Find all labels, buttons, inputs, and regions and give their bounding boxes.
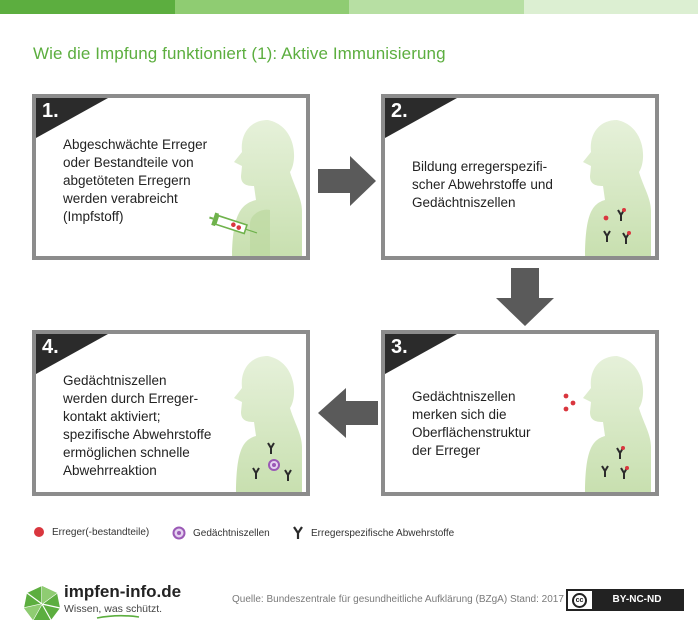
legend-label: Erregerspezifische Abwehrstoffe — [311, 527, 455, 539]
step-panel-1: 1. Abgeschwächte Erreger oder Bestandtei… — [32, 94, 310, 260]
step-text: Gedächtniszellen merken sich die Oberflä… — [412, 389, 531, 458]
antibodies-pathogens-icon — [601, 446, 629, 479]
step-panel-3: 3. Gedächtniszellen merken sich die Ober… — [381, 330, 659, 496]
step-text: Bildung erregerspezifi- scher Abwehrstof… — [412, 159, 553, 210]
memory-cell-antibodies-icon — [252, 442, 292, 481]
arrow-left-icon — [318, 388, 378, 438]
brand-tagline: Wissen, was schützt. — [64, 603, 163, 615]
step-text: Abgeschwächte Erreger oder Bestandteile … — [63, 137, 208, 224]
license-label: BY-NC-ND — [592, 591, 682, 609]
arrow-down-icon — [496, 268, 554, 326]
legend-item-memory-cell: Gedächtniszellen — [172, 526, 270, 540]
legend-label: Erreger(-bestandteile) — [52, 526, 150, 538]
syringe-icon — [209, 212, 258, 235]
step-panel-4: 4. Gedächtniszellen werden durch Erreger… — [32, 330, 310, 496]
person-silhouette-icon — [583, 120, 651, 256]
pathogen-icon — [34, 527, 44, 537]
step-panel-2: 2. Bildung erregerspezifi- scher Abwehrs… — [381, 94, 659, 260]
top-color-bar — [0, 0, 698, 14]
cc-icon: cc — [572, 592, 587, 608]
antibody-icon — [293, 526, 303, 539]
legend-label: Gedächtniszellen — [193, 527, 270, 539]
memory-cell-icon — [172, 526, 186, 540]
page-title: Wie die Impfung funktioniert (1): Aktive… — [33, 44, 446, 63]
person-silhouette-icon — [583, 356, 651, 492]
tagline-underline-icon — [96, 614, 140, 619]
step-number: 1. — [42, 100, 59, 122]
license-badge[interactable]: cc BY-NC-ND — [566, 589, 684, 611]
step-number: 2. — [391, 100, 408, 122]
step-number: 3. — [391, 336, 408, 358]
arrow-right-icon — [318, 156, 376, 206]
topbar-segment-4 — [523, 0, 698, 14]
step-text: Gedächtniszellen werden durch Erreger- k… — [63, 373, 212, 478]
person-silhouette-icon — [234, 356, 302, 492]
brand-logo-icon — [23, 586, 61, 621]
antibodies-pathogens-icon — [603, 208, 631, 244]
incoming-pathogens-icon — [563, 393, 576, 412]
brand-name: impfen-info.de — [64, 582, 182, 601]
topbar-segment-1 — [0, 0, 175, 14]
legend-item-pathogen: Erreger(-bestandteile) — [33, 526, 149, 538]
topbar-segment-3 — [349, 0, 524, 14]
legend-item-antibody: Erregerspezifische Abwehrstoffe — [292, 526, 454, 540]
person-silhouette-icon — [232, 120, 302, 256]
topbar-segment-2 — [174, 0, 349, 14]
step-number: 4. — [42, 336, 59, 358]
source-note: Quelle: Bundeszentrale für gesundheitlic… — [232, 594, 564, 605]
